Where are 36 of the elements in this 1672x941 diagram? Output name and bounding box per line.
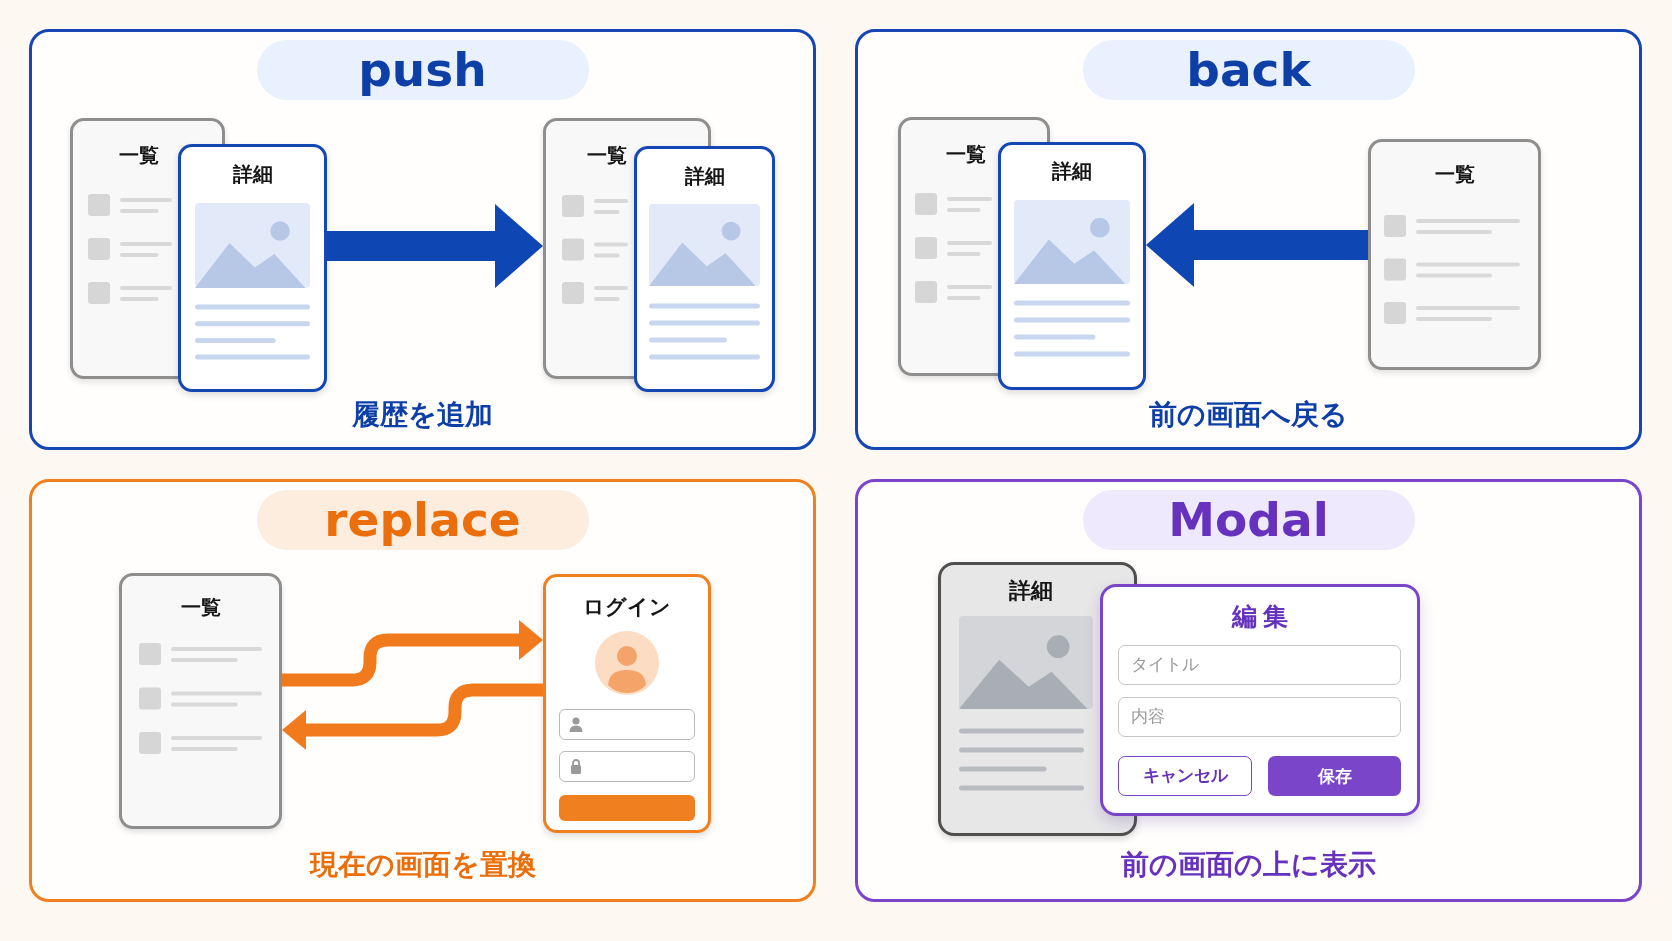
screen-title: 一覧 bbox=[587, 143, 627, 167]
screen-title: 詳細 bbox=[684, 164, 725, 188]
arrow bbox=[282, 620, 543, 687]
screen-title: 一覧 bbox=[946, 142, 986, 166]
section-panel bbox=[29, 29, 816, 450]
panel-title: replace bbox=[256, 490, 589, 550]
screen-card bbox=[634, 146, 775, 392]
modal-dialog bbox=[1100, 584, 1420, 816]
panel-title: push bbox=[256, 40, 589, 100]
panel-title: back bbox=[1082, 40, 1415, 100]
screen-card bbox=[998, 142, 1146, 390]
panel-title: Modal bbox=[1082, 490, 1415, 550]
screen-title: 詳細 bbox=[232, 162, 273, 186]
panel-caption: 現在の画面を置換 bbox=[309, 848, 536, 882]
section-panel bbox=[29, 479, 816, 902]
section-panel bbox=[855, 479, 1642, 902]
screen-title: 一覧 bbox=[1434, 162, 1475, 186]
input-field: タイトル bbox=[1118, 645, 1401, 685]
panel-caption: 前の画面へ戻る bbox=[1149, 398, 1348, 432]
screen-card bbox=[543, 574, 711, 833]
screen-title: ログイン bbox=[583, 594, 671, 620]
cancel-button: キャンセル bbox=[1118, 756, 1252, 796]
panel-caption: 前の画面の上に表示 bbox=[1121, 848, 1376, 882]
dialog-title: 編集 bbox=[1230, 602, 1294, 632]
section-panel bbox=[855, 29, 1642, 450]
arrow bbox=[282, 683, 543, 750]
screen-title: 一覧 bbox=[180, 595, 221, 619]
input-field: 内容 bbox=[1118, 697, 1401, 737]
screen-card bbox=[178, 144, 327, 392]
panel-caption: 履歴を追加 bbox=[352, 398, 493, 432]
screen-title: 詳細 bbox=[1052, 159, 1092, 183]
arrow bbox=[1146, 203, 1368, 287]
arrow bbox=[327, 204, 543, 288]
save-button: 保存 bbox=[1268, 756, 1401, 796]
screen-title: 一覧 bbox=[119, 143, 159, 167]
screen-title: 詳細 bbox=[1009, 578, 1053, 604]
